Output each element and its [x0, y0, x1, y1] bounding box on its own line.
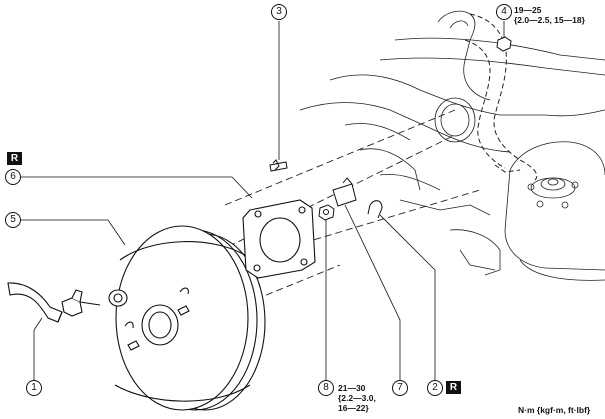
callout-2: 2 — [427, 380, 443, 396]
replace-badge-gasket: R — [7, 152, 22, 165]
bolt — [269, 159, 288, 172]
gasket-plate — [242, 199, 316, 279]
vehicle-body-structure — [299, 10, 605, 281]
booster-nut — [318, 204, 335, 221]
callout-4: 4 — [496, 4, 512, 20]
torque-spec-nut-4-line1: 19—25 — [514, 5, 542, 15]
leader-lines — [21, 21, 505, 380]
callout-3: 3 — [271, 4, 287, 20]
clevis-bracket — [332, 177, 357, 207]
callout-8: 8 — [318, 380, 334, 396]
callout-5: 5 — [5, 212, 21, 228]
brake-booster — [108, 225, 266, 411]
torque-spec-nut-4-line2: {2.0—2.5, 15—18} — [514, 15, 585, 25]
hidden-line-outline — [464, 13, 538, 181]
top-nut — [496, 36, 512, 52]
units-label: N·m {kgf·m, ft·lbf} — [518, 405, 591, 415]
callout-1: 1 — [26, 380, 42, 396]
torque-spec-nut-8-line2: {2.2—3.0, — [338, 393, 376, 403]
replace-badge-snap-pin: R — [446, 381, 461, 394]
vacuum-hose — [7, 282, 101, 323]
callout-6: 6 — [5, 169, 21, 185]
callout-7: 7 — [392, 380, 408, 396]
torque-spec-nut-8-line1: 21—30 — [338, 383, 366, 393]
snap-pin — [367, 200, 383, 219]
torque-spec-nut-8-line3: 16—22} — [338, 403, 369, 413]
